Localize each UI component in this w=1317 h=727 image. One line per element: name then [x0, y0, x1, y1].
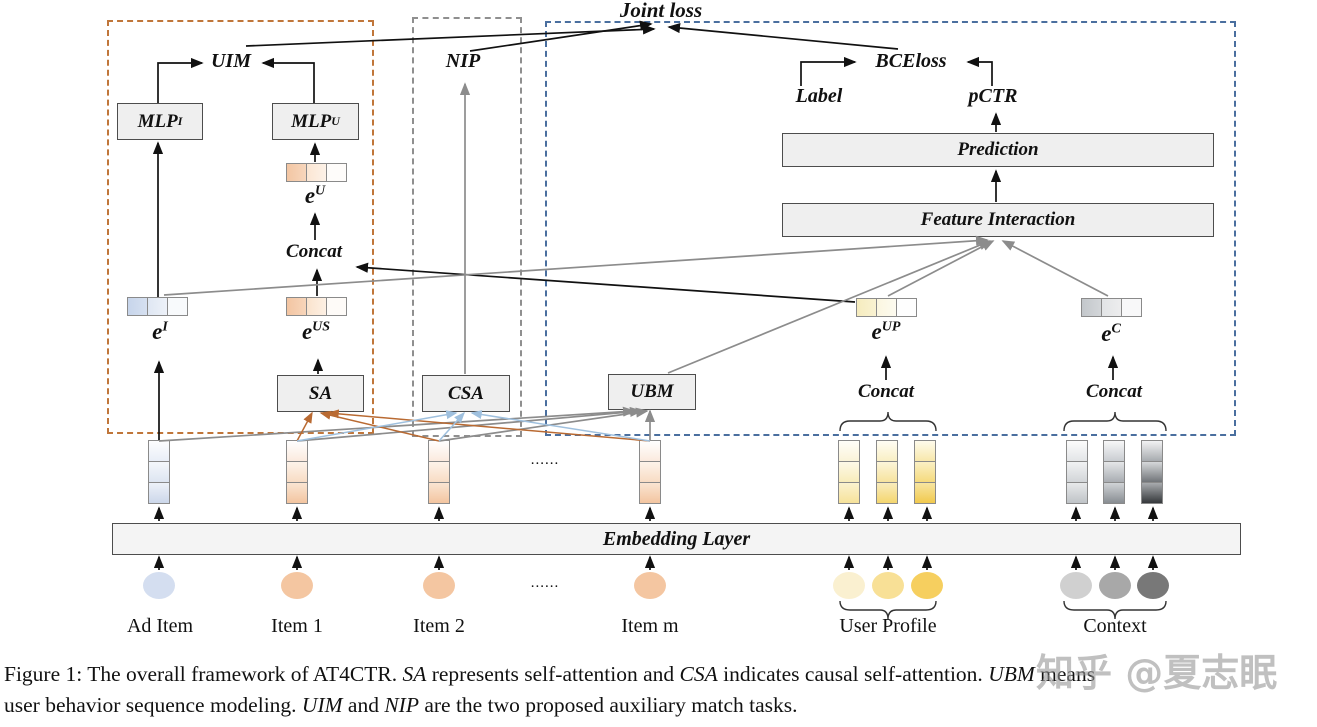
item2-label: Item 2	[413, 615, 465, 637]
concat-profile-label: Concat	[858, 381, 914, 402]
csa-box: CSA	[422, 375, 510, 412]
context-vector-1	[1066, 440, 1088, 504]
embedding-to-vector-arrows	[153, 506, 1159, 521]
user-profile-vector-3	[914, 440, 936, 504]
concat-context-label: Concat	[1086, 381, 1142, 402]
e-us-label: eUS	[301, 319, 331, 344]
context-label: Context	[1083, 615, 1147, 637]
context-vector-3	[1141, 440, 1163, 504]
item1-circle	[281, 572, 313, 599]
user-profile-label: User Profile	[839, 615, 937, 637]
items-ellipsis-inputs: ......	[530, 575, 560, 591]
ubm-box: UBM	[608, 374, 696, 410]
e-up-label: eUP	[871, 319, 901, 344]
items-ellipsis-vectors: ......	[530, 452, 560, 468]
e-up-vector	[856, 298, 917, 317]
e-i-label: eI	[152, 319, 168, 344]
item2-vector	[428, 440, 450, 504]
mlp-i-text: MLP	[137, 110, 178, 132]
mlp-u-sub: U	[331, 114, 340, 128]
e-u-label: eU	[304, 183, 326, 208]
user-profile-vector-1	[838, 440, 860, 504]
context-circle-3	[1137, 572, 1169, 599]
item-m-label: Item m	[621, 615, 679, 637]
embedding-layer-box: Embedding Layer	[112, 523, 1241, 555]
context-vector-2	[1103, 440, 1125, 504]
item1-vector	[286, 440, 308, 504]
main-model-dashed-region	[545, 21, 1236, 436]
feature-interaction-box: Feature Interaction	[782, 203, 1214, 237]
input-to-embedding-arrows	[153, 555, 1159, 570]
ad-item-label: Ad Item	[126, 615, 194, 637]
ad-item-circle	[143, 572, 175, 599]
item-m-circle	[634, 572, 666, 599]
e-u-vector	[286, 163, 347, 182]
context-circle-2	[1099, 572, 1131, 599]
bceloss-label: BCEloss	[875, 50, 947, 72]
zhihu-watermark: 知乎 @夏志眠	[1036, 651, 1278, 695]
joint-loss-label: Joint loss	[619, 0, 703, 22]
sa-box: SA	[277, 375, 364, 412]
e-us-vector	[286, 297, 347, 316]
item1-label: Item 1	[271, 615, 323, 637]
caption-line-1: Figure 1: The overall framework of AT4CT…	[4, 662, 1096, 686]
e-c-vector	[1081, 298, 1142, 317]
e-c-label: eC	[1101, 321, 1121, 346]
user-profile-circle-1	[833, 572, 865, 599]
ad-item-vector	[148, 440, 170, 504]
uim-label: UIM	[210, 50, 251, 72]
label-label: Label	[795, 85, 843, 107]
pctr-label: pCTR	[968, 85, 1018, 107]
e-i-vector	[127, 297, 188, 316]
figure-caption: Figure 1: The overall framework of AT4CT…	[4, 659, 1314, 721]
concat-user-label: Concat	[286, 241, 342, 262]
context-circle-1	[1060, 572, 1092, 599]
caption-line-2: user behavior sequence modeling. UIM and…	[4, 693, 798, 717]
nip-label: NIP	[445, 50, 481, 72]
prediction-box: Prediction	[782, 133, 1214, 167]
item2-circle	[423, 572, 455, 599]
mlp-i-sub: I	[177, 114, 183, 128]
user-profile-circle-3	[911, 572, 943, 599]
nip-dashed-region	[412, 17, 522, 437]
uim-dashed-region	[107, 20, 374, 434]
mlp-u-text: MLP	[291, 110, 332, 132]
user-profile-vector-2	[876, 440, 898, 504]
user-profile-circle-2	[872, 572, 904, 599]
item-m-vector	[639, 440, 661, 504]
